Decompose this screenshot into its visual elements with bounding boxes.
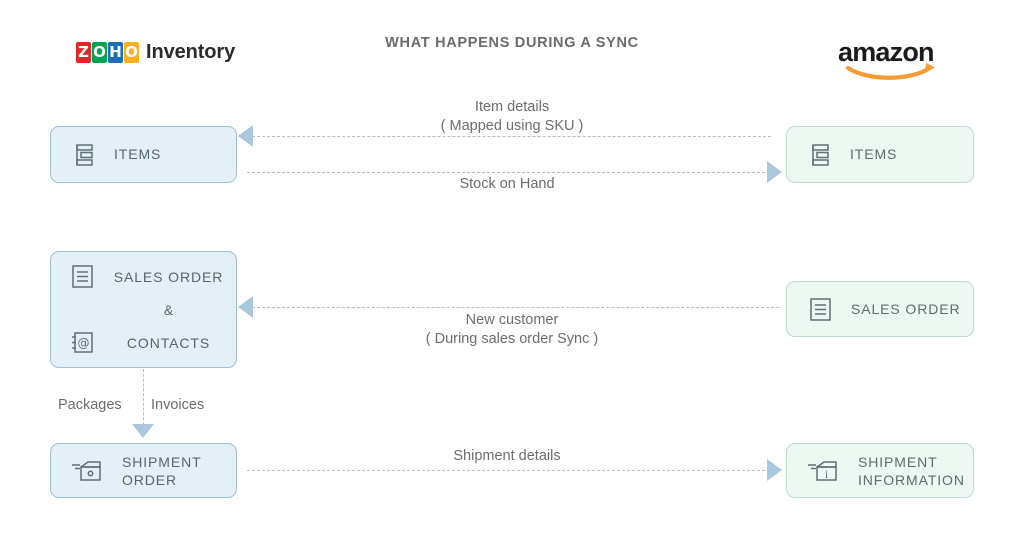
document-lines-icon-wrap xyxy=(65,263,99,290)
connector-shipment-details-label: Shipment details xyxy=(337,447,677,466)
svg-text:i: i xyxy=(825,467,829,481)
node-zoho-shipment-order-label-line2: ORDER xyxy=(122,471,178,488)
node-zoho-sales-order-label: SALES ORDER xyxy=(113,268,224,285)
items-list-icon xyxy=(76,143,93,166)
connector-packages-label: Packages xyxy=(58,397,122,413)
connector-stock-on-hand-label-line1: Stock on Hand xyxy=(459,176,555,192)
connector-item-details-arrowhead xyxy=(238,125,253,147)
node-zoho-shipment-order[interactable]: SHIPMENT ORDER xyxy=(50,443,237,498)
amazon-smile-arrow-icon xyxy=(846,63,935,80)
node-zoho-items[interactable]: ITEMS xyxy=(50,126,237,183)
node-amazon-items-label: ITEMS xyxy=(850,146,898,162)
document-lines-icon xyxy=(810,297,831,321)
zoho-tile-o2: O xyxy=(124,42,139,63)
amazon-wordmark: amazon xyxy=(838,37,935,67)
zoho-tile-z: Z xyxy=(76,42,91,63)
connector-new-customer-arrowhead xyxy=(238,296,253,318)
node-amazon-shipment-information-label-line1: SHIPMENT xyxy=(858,453,938,470)
connector-packages-invoices-arrowhead xyxy=(132,424,154,438)
node-zoho-contacts-label: CONTACTS xyxy=(126,334,211,351)
connector-invoices-label: Invoices xyxy=(151,397,205,413)
node-amazon-sales-order[interactable]: SALES ORDER xyxy=(786,281,974,337)
connector-item-details-line xyxy=(247,136,771,137)
zoho-tile-o1: O xyxy=(92,42,107,63)
document-lines-icon xyxy=(71,265,93,288)
connector-item-details-label-line2: ( Mapped using SKU ) xyxy=(440,118,584,134)
node-amazon-shipment-information-label-line2: INFORMATION xyxy=(858,471,965,488)
connector-new-customer-label-line1: New customer xyxy=(465,312,559,328)
node-zoho-shipment-order-label: SHIPMENT ORDER xyxy=(122,453,202,489)
connector-stock-on-hand-label: Stock on Hand xyxy=(337,175,677,194)
items-list-icon xyxy=(812,143,829,166)
connector-new-customer-line xyxy=(247,307,779,308)
connector-new-customer-label: New customer ( During sales order Sync ) xyxy=(342,311,682,349)
zoho-tile-h: H xyxy=(108,42,123,63)
connector-stock-on-hand-line xyxy=(247,172,765,173)
connector-shipment-details-label-line1: Shipment details xyxy=(453,448,561,464)
node-amazon-shipment-information-label: SHIPMENT INFORMATION xyxy=(858,453,965,489)
contacts-at-icon: @ xyxy=(71,332,93,353)
connector-packages-invoices-line xyxy=(143,369,144,425)
node-zoho-sales-order-contacts-content: SALES ORDER & @ CONTACTS xyxy=(65,257,236,363)
node-amazon-items[interactable]: ITEMS xyxy=(786,126,974,183)
svg-text:@: @ xyxy=(77,336,89,350)
connector-shipment-details-line xyxy=(247,470,765,471)
node-zoho-conjunction-label: & xyxy=(163,301,174,318)
page-title: WHAT HAPPENS DURING A SYNC xyxy=(385,35,639,51)
shipment-box-icon xyxy=(72,460,101,481)
node-amazon-shipment-information[interactable]: i SHIPMENT INFORMATION xyxy=(786,443,974,498)
node-zoho-items-label: ITEMS xyxy=(114,146,162,162)
contacts-at-icon-wrap: @ xyxy=(65,329,99,356)
node-zoho-sales-order-contacts[interactable]: SALES ORDER & @ CONTACTS xyxy=(50,251,237,368)
connector-stock-on-hand-arrowhead xyxy=(767,161,782,183)
connector-item-details-label-line1: Item details xyxy=(474,99,550,115)
connector-item-details-label: Item details ( Mapped using SKU ) xyxy=(342,98,682,136)
connector-shipment-details-arrowhead xyxy=(767,459,782,481)
zoho-inventory-wordmark: Inventory xyxy=(146,41,236,63)
node-amazon-sales-order-label: SALES ORDER xyxy=(851,300,961,317)
connector-new-customer-label-line2: ( During sales order Sync ) xyxy=(425,331,599,347)
node-zoho-shipment-order-label-line1: SHIPMENT xyxy=(122,453,202,470)
zoho-logo-tiles: Z O H O xyxy=(76,42,139,63)
amazon-logo: amazon xyxy=(838,38,942,82)
zoho-inventory-logo: Z O H O Inventory xyxy=(76,41,235,64)
shipment-info-box-icon: i xyxy=(808,460,837,481)
